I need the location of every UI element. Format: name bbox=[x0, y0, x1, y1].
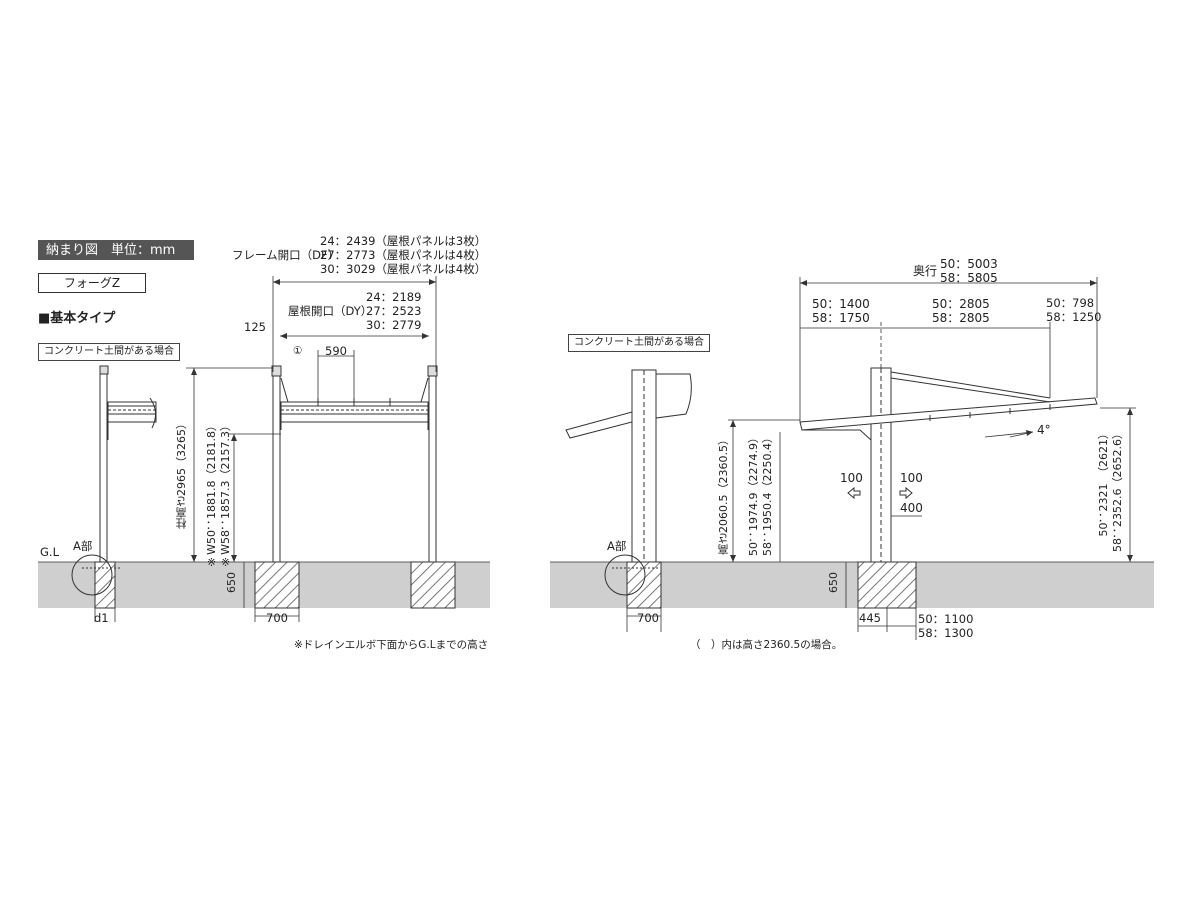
frame-opening-label: フレーム開口（DF） bbox=[232, 248, 340, 262]
w58-height: ※W58：1857.3（2157.3） bbox=[219, 420, 232, 568]
side-offset-arrows bbox=[847, 486, 913, 500]
height-50: 50：1974.9（2274.9） bbox=[747, 432, 760, 556]
seg1-50: 50：1400 bbox=[812, 297, 870, 311]
right-height-58: 58：2352.6（2652.6） bbox=[1111, 428, 1124, 552]
offset-left-100: 100 bbox=[840, 471, 863, 485]
frame-line-27: 27：2773（屋根パネルは4枚） bbox=[320, 248, 487, 262]
side-note: （ ）内は高さ2360.5の場合。 bbox=[690, 639, 843, 651]
front-view bbox=[71, 365, 456, 609]
roof-angle: 4° bbox=[1037, 423, 1051, 437]
depth-58: 58：5805 bbox=[940, 271, 998, 285]
side-concrete-tag: コンクリート土間がある場合 bbox=[568, 334, 710, 352]
side-arrowheads bbox=[730, 280, 1133, 562]
height-58: 58：1950.4（2250.4） bbox=[761, 432, 774, 556]
front-dim-650: 650 bbox=[225, 572, 238, 593]
side-dim-700: 700 bbox=[637, 611, 659, 625]
panel-number-1: ① bbox=[293, 345, 303, 357]
diagram-title: 納まり図 単位：mm bbox=[38, 240, 194, 260]
side-height: 高さ2060.5（2360.5） bbox=[717, 434, 730, 555]
offset-right-100: 100 bbox=[900, 471, 923, 485]
front-dimensions bbox=[38, 276, 490, 622]
dim-400: 400 bbox=[900, 501, 923, 515]
seg3-50: 50：798 bbox=[1046, 296, 1095, 310]
front-dim-700: 700 bbox=[266, 611, 288, 625]
pillar-height: 柱高さ2965（3265） bbox=[175, 418, 188, 529]
roof-opening-label: 屋根開口（DY） bbox=[288, 304, 373, 318]
seg2-50: 50：2805 bbox=[932, 297, 990, 311]
dim-445: 445 bbox=[859, 611, 881, 625]
depth-label: 奥行 bbox=[913, 264, 938, 278]
roof-line-27: 27：2523 bbox=[366, 304, 422, 318]
front-note: ※ドレインエルボ下面からG.Lまでの高さ bbox=[294, 639, 489, 651]
dim-125: 125 bbox=[244, 320, 266, 334]
seg2-58: 58：2805 bbox=[932, 311, 990, 325]
front-concrete-tag: コンクリート土間がある場合 bbox=[38, 343, 180, 361]
seg3-58: 58：1250 bbox=[1046, 310, 1102, 324]
dim-d1: d1 bbox=[94, 611, 109, 625]
frame-line-30: 30：3029（屋根パネルは4枚） bbox=[320, 262, 487, 276]
side-dim-650: 650 bbox=[827, 572, 840, 593]
side-view bbox=[565, 367, 1098, 609]
roof-line-30: 30：2779 bbox=[366, 318, 422, 332]
right-height-50: 50：2321 （2621） bbox=[1097, 428, 1110, 537]
frame-line-24: 24：2439（屋根パネルは3枚） bbox=[320, 234, 487, 248]
base-58: 58：1300 bbox=[918, 626, 974, 640]
roof-line-24: 24：2189 bbox=[366, 290, 422, 304]
dim-590: 590 bbox=[325, 344, 347, 358]
product-name: フォーグZ bbox=[38, 273, 146, 293]
depth-50: 50：5003 bbox=[940, 257, 998, 271]
section-title: ■基本タイプ bbox=[38, 311, 116, 326]
base-50: 50：1100 bbox=[918, 612, 974, 626]
side-a-part: A部 bbox=[607, 539, 627, 553]
front-arrowheads bbox=[191, 279, 436, 562]
seg1-58: 58：1750 bbox=[812, 311, 870, 325]
w50-height: ※W50：1881.8（2181.8） bbox=[205, 420, 218, 568]
gl-label: G.L bbox=[40, 545, 59, 559]
side-dimensions bbox=[550, 277, 1154, 640]
front-a-part: A部 bbox=[73, 539, 93, 553]
